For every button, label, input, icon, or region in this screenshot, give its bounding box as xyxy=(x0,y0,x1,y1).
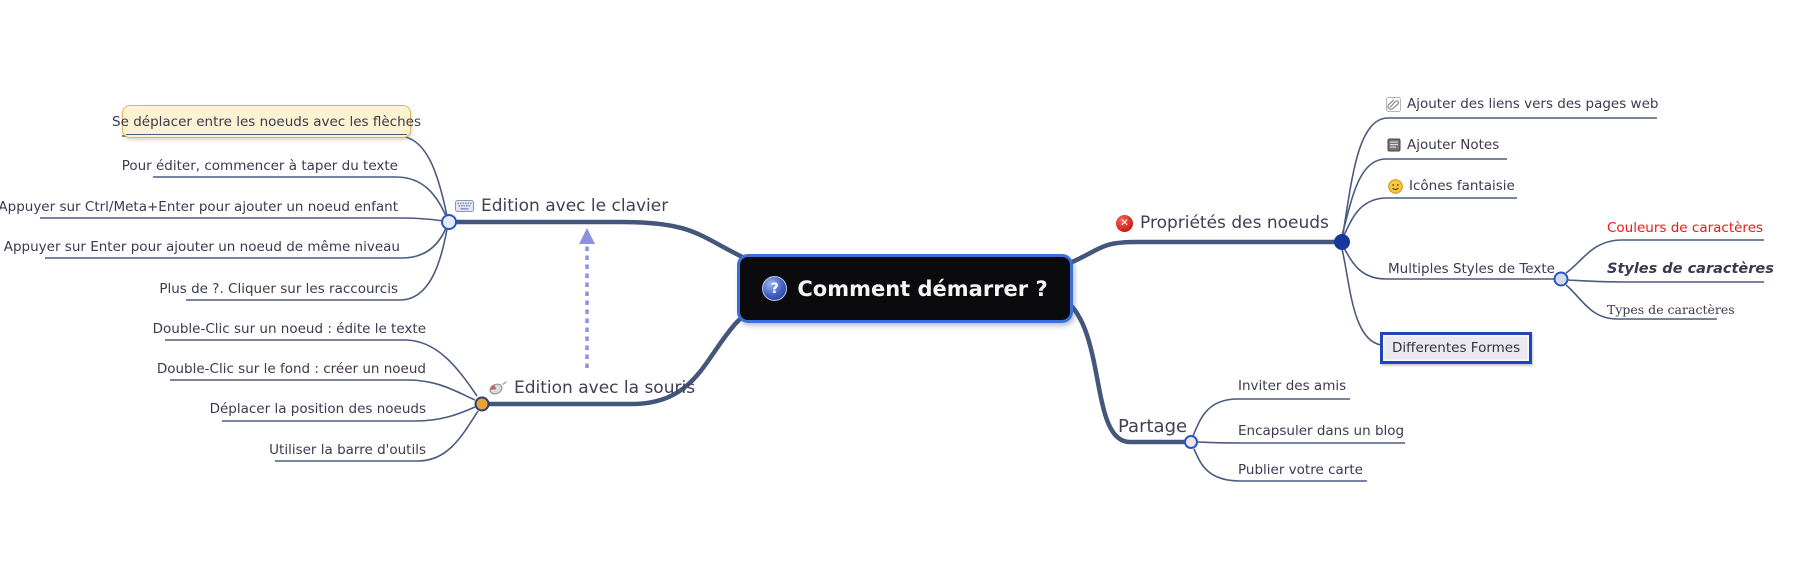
branch-label: Edition avec le clavier xyxy=(481,196,669,216)
child-node[interactable]: Appuyer sur Enter pour ajouter un noeud … xyxy=(3,239,400,255)
child-node[interactable]: Multiples Styles de Texte xyxy=(1388,261,1555,277)
child-node-serif[interactable]: Types de caractères xyxy=(1607,302,1735,317)
child-node[interactable]: Pour éditer, commencer à taper du texte xyxy=(121,158,398,174)
child-node[interactable]: Appuyer sur Ctrl/Meta+Enter pour ajouter… xyxy=(0,199,398,215)
branch-proprietes[interactable]: ✕ Propriétés des noeuds xyxy=(1116,213,1329,233)
child-node[interactable]: Inviter des amis xyxy=(1238,378,1347,394)
connector-arrow xyxy=(579,228,595,368)
help-icon: ? xyxy=(762,276,788,301)
edge-partage xyxy=(1057,294,1189,445)
mouse-icon xyxy=(489,381,507,395)
edge-child xyxy=(186,228,448,301)
fold-knot-clavier[interactable] xyxy=(441,214,457,230)
child-node-label: Ajouter des liens vers des pages web xyxy=(1407,96,1659,112)
child-node[interactable]: Encapsuler dans un blog xyxy=(1238,423,1405,439)
child-node-bold-italic[interactable]: Styles de caractères xyxy=(1607,261,1774,277)
edge-child xyxy=(222,406,476,422)
child-node[interactable]: Plus de ?. Cliquer sur les raccourcis xyxy=(159,281,398,297)
root-node[interactable]: ? Comment démarrer ? xyxy=(737,254,1073,323)
edge-child xyxy=(1341,248,1382,346)
branch-clavier[interactable]: Edition avec le clavier xyxy=(455,196,668,216)
child-node-boxed[interactable]: Differentes Formes xyxy=(1380,332,1533,364)
edge-child xyxy=(1567,279,1764,283)
edge-child xyxy=(275,410,479,462)
child-node-highlighted[interactable]: Se déplacer entre les noeuds avec les fl… xyxy=(112,105,421,138)
edge-child xyxy=(153,176,447,217)
edge-child xyxy=(40,217,444,222)
branch-label: Edition avec la souris xyxy=(514,378,696,398)
child-node-label: Ajouter Notes xyxy=(1407,137,1500,153)
edge-child xyxy=(45,227,447,259)
edge-child xyxy=(1196,441,1405,444)
branch-label: Partage xyxy=(1118,416,1188,437)
fold-knot-proprietes[interactable] xyxy=(1334,234,1350,250)
edge-child xyxy=(1193,448,1367,482)
link-icon xyxy=(1386,96,1401,112)
branch-souris[interactable]: Edition avec la souris xyxy=(487,378,695,398)
child-node[interactable]: Utiliser la barre d'outils xyxy=(269,442,426,458)
edge-child xyxy=(170,379,476,401)
child-node-red-text[interactable]: Couleurs de caractères xyxy=(1607,220,1764,236)
child-node[interactable]: Déplacer la position des noeuds xyxy=(209,401,426,417)
fold-knot-partage[interactable] xyxy=(1184,435,1198,449)
child-node[interactable]: Ajouter des liens vers des pages web xyxy=(1386,96,1658,112)
branch-partage[interactable]: Partage xyxy=(1118,416,1187,437)
edge-child xyxy=(1343,247,1554,280)
root-node-label: Comment démarrer ? xyxy=(797,276,1048,301)
edge-child xyxy=(165,339,478,397)
child-node[interactable]: Ajouter Notes xyxy=(1387,137,1499,153)
keyboard-icon xyxy=(455,200,474,212)
child-node[interactable]: Double-Clic sur le fond : créer un noeud xyxy=(156,361,426,377)
edge-underline xyxy=(126,133,407,135)
fold-knot-souris[interactable] xyxy=(474,396,490,412)
edge-proprietes xyxy=(1060,239,1339,269)
edge-child xyxy=(1192,398,1350,437)
smiley-icon xyxy=(1388,178,1403,194)
edge-child xyxy=(1565,239,1764,274)
edge-child xyxy=(1342,117,1657,235)
edge-child xyxy=(1341,158,1507,236)
child-node[interactable]: Publier votre carte xyxy=(1238,462,1363,478)
child-node[interactable]: Icônes fantaisie xyxy=(1388,178,1515,194)
child-node-label: Se déplacer entre les noeuds avec les fl… xyxy=(112,113,421,130)
edge-child xyxy=(1342,197,1517,238)
child-node[interactable]: Double-Clic sur un noeud : édite le text… xyxy=(152,321,426,337)
edge-clavier xyxy=(452,219,769,271)
fold-knot-styles[interactable] xyxy=(1553,271,1569,287)
edge-child xyxy=(1565,284,1717,320)
notes-icon xyxy=(1387,138,1401,152)
child-node-label: Icônes fantaisie xyxy=(1409,178,1515,194)
branch-label: Propriétés des noeuds xyxy=(1140,213,1329,233)
cancel-icon: ✕ xyxy=(1116,214,1133,232)
